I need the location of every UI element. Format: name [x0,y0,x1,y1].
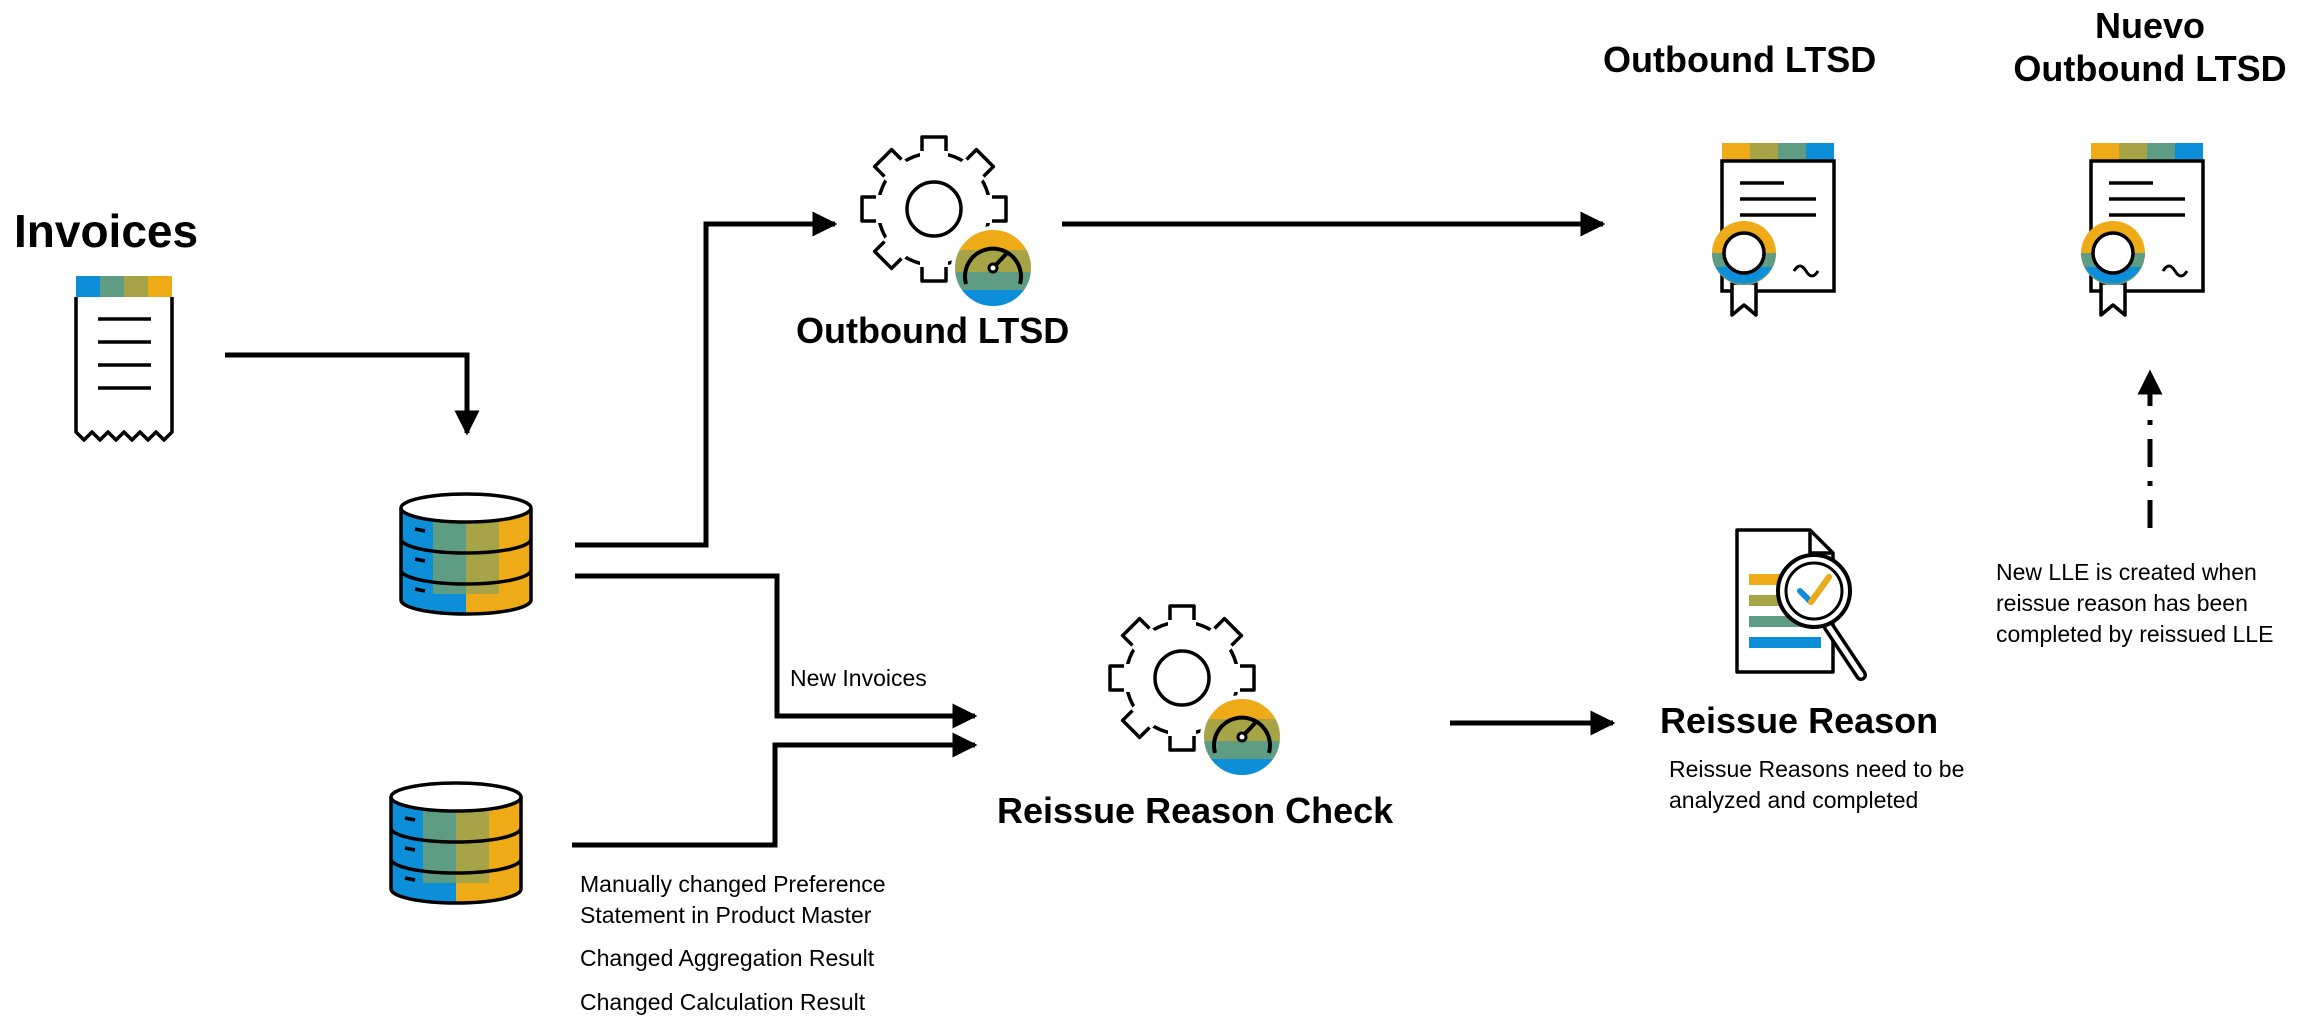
new-lle-note-line1: New LLE is created when [1996,559,2257,585]
reissue-reason-note-line1: Reissue Reasons need to be [1669,756,1965,782]
manual-change-note: Manually changed Preference Statement in… [580,869,886,931]
connectors [225,211,2163,848]
new-lle-note: New LLE is created when reissue reason h… [1996,557,2273,650]
changed-calculation-label: Changed Calculation Result [580,989,866,1015]
arrow-new-invoices [575,573,978,729]
invoices-title: Invoices [14,205,199,257]
reissue-reason-title: Reissue Reason [1660,700,1939,741]
new-lle-note-line2: reissue reason has been [1996,590,2248,617]
certificate-icon-nuevo [2081,143,2205,317]
nuevo-title-line1: Nuevo [2094,5,2206,46]
document-magnifier-icon [1735,528,1867,681]
outbound-ltsd-process-title: Outbound LTSD [796,310,1070,351]
manual-change-line2: Statement in Product Master [580,902,872,929]
reissue-reason-check-title: Reissue Reason Check [997,790,1394,831]
changed-aggregation-label: Changed Aggregation Result [580,945,875,971]
gear-gauge-icon-reissue-check [1108,604,1284,779]
database-icon-bottom [389,781,523,905]
receipt-icon [74,276,174,442]
arrow-database-to-outbound-gear [575,211,838,548]
database-icon-top [399,492,533,616]
arrow-changes-to-check [572,732,978,848]
new-invoices-label: New Invoices [790,665,927,691]
new-lle-note-line3: completed by reissued LLE [1996,621,2274,648]
nuevo-title-line2: Outbound LTSD [2013,48,2287,90]
manual-change-line1: Manually changed Preference [580,871,886,897]
certificate-icon-outbound [1712,143,1836,317]
outbound-ltsd-document-title: Outbound LTSD [1603,39,1877,80]
reissue-reason-note-line2: analyzed and completed [1669,787,1919,814]
nuevo-outbound-ltsd-title: Nuevo Outbound LTSD [1990,4,2310,90]
gear-gauge-icon-outbound [860,135,1035,310]
reissue-reason-note: Reissue Reasons need to be analyzed and … [1669,754,1964,816]
arrow-invoices-to-database [225,352,480,436]
